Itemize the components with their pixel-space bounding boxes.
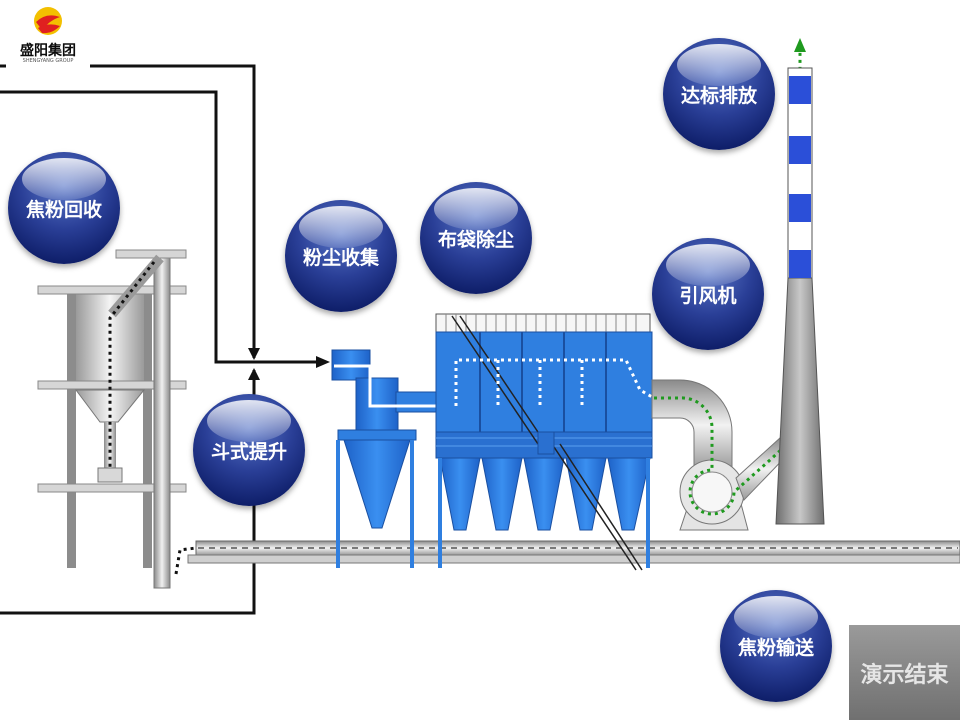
label-text: 达标排放 xyxy=(680,84,757,107)
label-bucket-elevator[interactable]: 斗式提升 xyxy=(193,394,305,506)
label-induced-fan[interactable]: 引风机 xyxy=(652,238,764,350)
elevator-flow-dots xyxy=(174,546,197,575)
arrow-down xyxy=(248,348,260,360)
company-logo: 盛阳集团 SHENGYANG GROUP xyxy=(12,4,92,66)
line-inner xyxy=(0,90,326,364)
chimney xyxy=(775,67,825,525)
label-dust-collection[interactable]: 粉尘收集 xyxy=(285,200,397,312)
end-demo-button[interactable]: 演示结束 xyxy=(849,625,960,720)
silo-column-right xyxy=(143,290,152,568)
platform-mid xyxy=(37,380,187,390)
filter-stairs xyxy=(451,315,643,571)
elevator-head xyxy=(115,249,187,259)
elevator-column xyxy=(153,255,171,589)
arrow-up xyxy=(248,368,260,380)
label-coke-transport[interactable]: 焦粉输送 xyxy=(720,590,832,702)
logo-icon xyxy=(34,7,62,35)
platform-top xyxy=(37,285,187,295)
bag-filter xyxy=(435,313,655,571)
arrow-right xyxy=(316,356,330,368)
cyclone-rim xyxy=(337,429,417,441)
logo-subtitle: SHENGYANG GROUP xyxy=(22,58,74,64)
cyclone-duct xyxy=(395,391,437,413)
label-text: 斗式提升 xyxy=(210,440,287,463)
silo-structure xyxy=(37,249,197,589)
label-text: 引风机 xyxy=(679,284,737,307)
label-text: 粉尘收集 xyxy=(302,246,379,269)
platform-low xyxy=(37,483,187,493)
induced-fan xyxy=(651,38,806,531)
filter-hoppers xyxy=(439,457,651,531)
stack-arrow xyxy=(794,38,806,52)
fan-duct xyxy=(651,379,733,471)
silo-flow-dots xyxy=(108,261,156,470)
label-bag-filter[interactable]: 布袋除尘 xyxy=(420,182,532,294)
logo-name: 盛阳集团 xyxy=(20,43,76,59)
silo-column-left xyxy=(67,290,76,568)
label-text: 布袋除尘 xyxy=(437,228,514,251)
label-emission[interactable]: 达标排放 xyxy=(663,38,775,150)
chimney-lower xyxy=(775,277,825,525)
label-text: 焦粉回收 xyxy=(25,198,102,221)
filter-flow-dots xyxy=(454,358,655,406)
silo-valve xyxy=(97,467,123,483)
label-coke-recovery[interactable]: 焦粉回收 xyxy=(8,152,120,264)
silo-cone xyxy=(75,389,146,423)
line-top xyxy=(90,64,256,358)
fan-flow xyxy=(654,50,802,516)
label-text: 焦粉输送 xyxy=(737,636,814,659)
conveyor-base xyxy=(187,554,960,564)
conveyor xyxy=(187,540,960,564)
cyclone-cone xyxy=(343,439,411,529)
silo-pipe xyxy=(104,422,116,470)
